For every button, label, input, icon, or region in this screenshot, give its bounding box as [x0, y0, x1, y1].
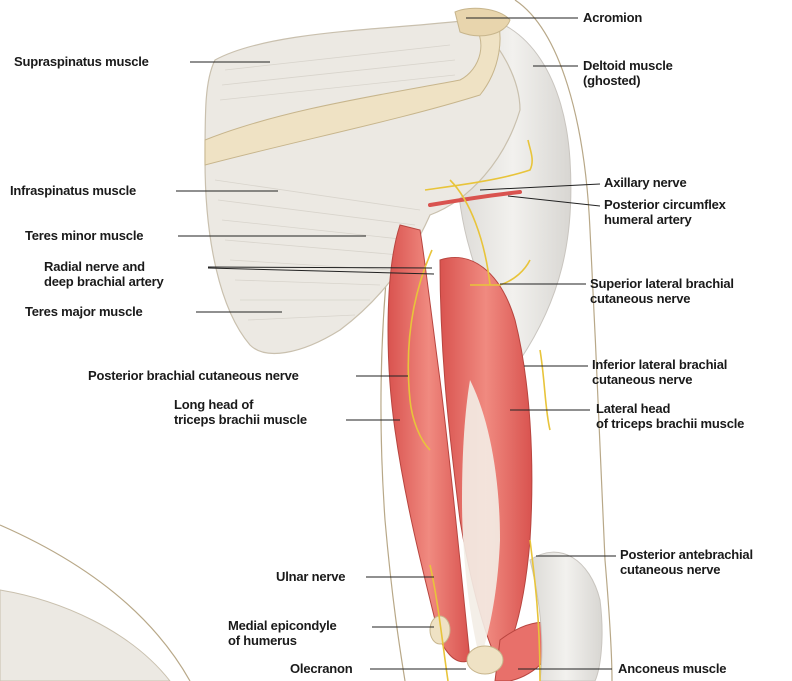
label-deep-brachial-artery: deep brachial artery	[44, 275, 164, 289]
label-infraspinatus: Infraspinatus muscle	[10, 184, 136, 198]
label-ulnar-nerve: Ulnar nerve	[276, 570, 345, 584]
label-supraspinatus: Supraspinatus muscle	[14, 55, 149, 69]
label-radial-nerve: Radial nerve and	[44, 260, 145, 274]
label-long-head: Long head of	[174, 398, 253, 412]
label-teres-major: Teres major muscle	[25, 305, 143, 319]
label-axillary-nerve: Axillary nerve	[604, 176, 686, 190]
label-superior-lateral-brachial: Superior lateral brachial	[590, 277, 734, 291]
forearm-left	[0, 590, 170, 681]
label-deltoid-ghosted: (ghosted)	[583, 74, 640, 88]
label-lateral-head-2: of triceps brachii muscle	[596, 417, 744, 431]
label-inferior-lateral-brachial: Inferior lateral brachial	[592, 358, 727, 372]
label-deltoid: Deltoid muscle	[583, 59, 673, 73]
label-humeral-artery: humeral artery	[604, 213, 692, 227]
label-posterior-antebrachial-2: cutaneous nerve	[620, 563, 720, 577]
label-of-humerus: of humerus	[228, 634, 297, 648]
label-medial-epicondyle: Medial epicondyle	[228, 619, 337, 633]
label-acromion: Acromion	[583, 11, 642, 25]
label-anconeus: Anconeus muscle	[618, 662, 726, 676]
label-teres-minor: Teres minor muscle	[25, 229, 143, 243]
label-posterior-antebrachial: Posterior antebrachial	[620, 548, 753, 562]
label-posterior-brachial-cutaneous: Posterior brachial cutaneous nerve	[88, 369, 299, 383]
label-olecranon: Olecranon	[290, 662, 353, 676]
label-posterior-circumflex: Posterior circumflex	[604, 198, 726, 212]
label-long-head-2: triceps brachii muscle	[174, 413, 307, 427]
label-superior-lateral-brachial-2: cutaneous nerve	[590, 292, 690, 306]
label-inferior-lateral-brachial-2: cutaneous nerve	[592, 373, 692, 387]
label-lateral-head: Lateral head	[596, 402, 670, 416]
olecranon-bone	[467, 646, 503, 674]
